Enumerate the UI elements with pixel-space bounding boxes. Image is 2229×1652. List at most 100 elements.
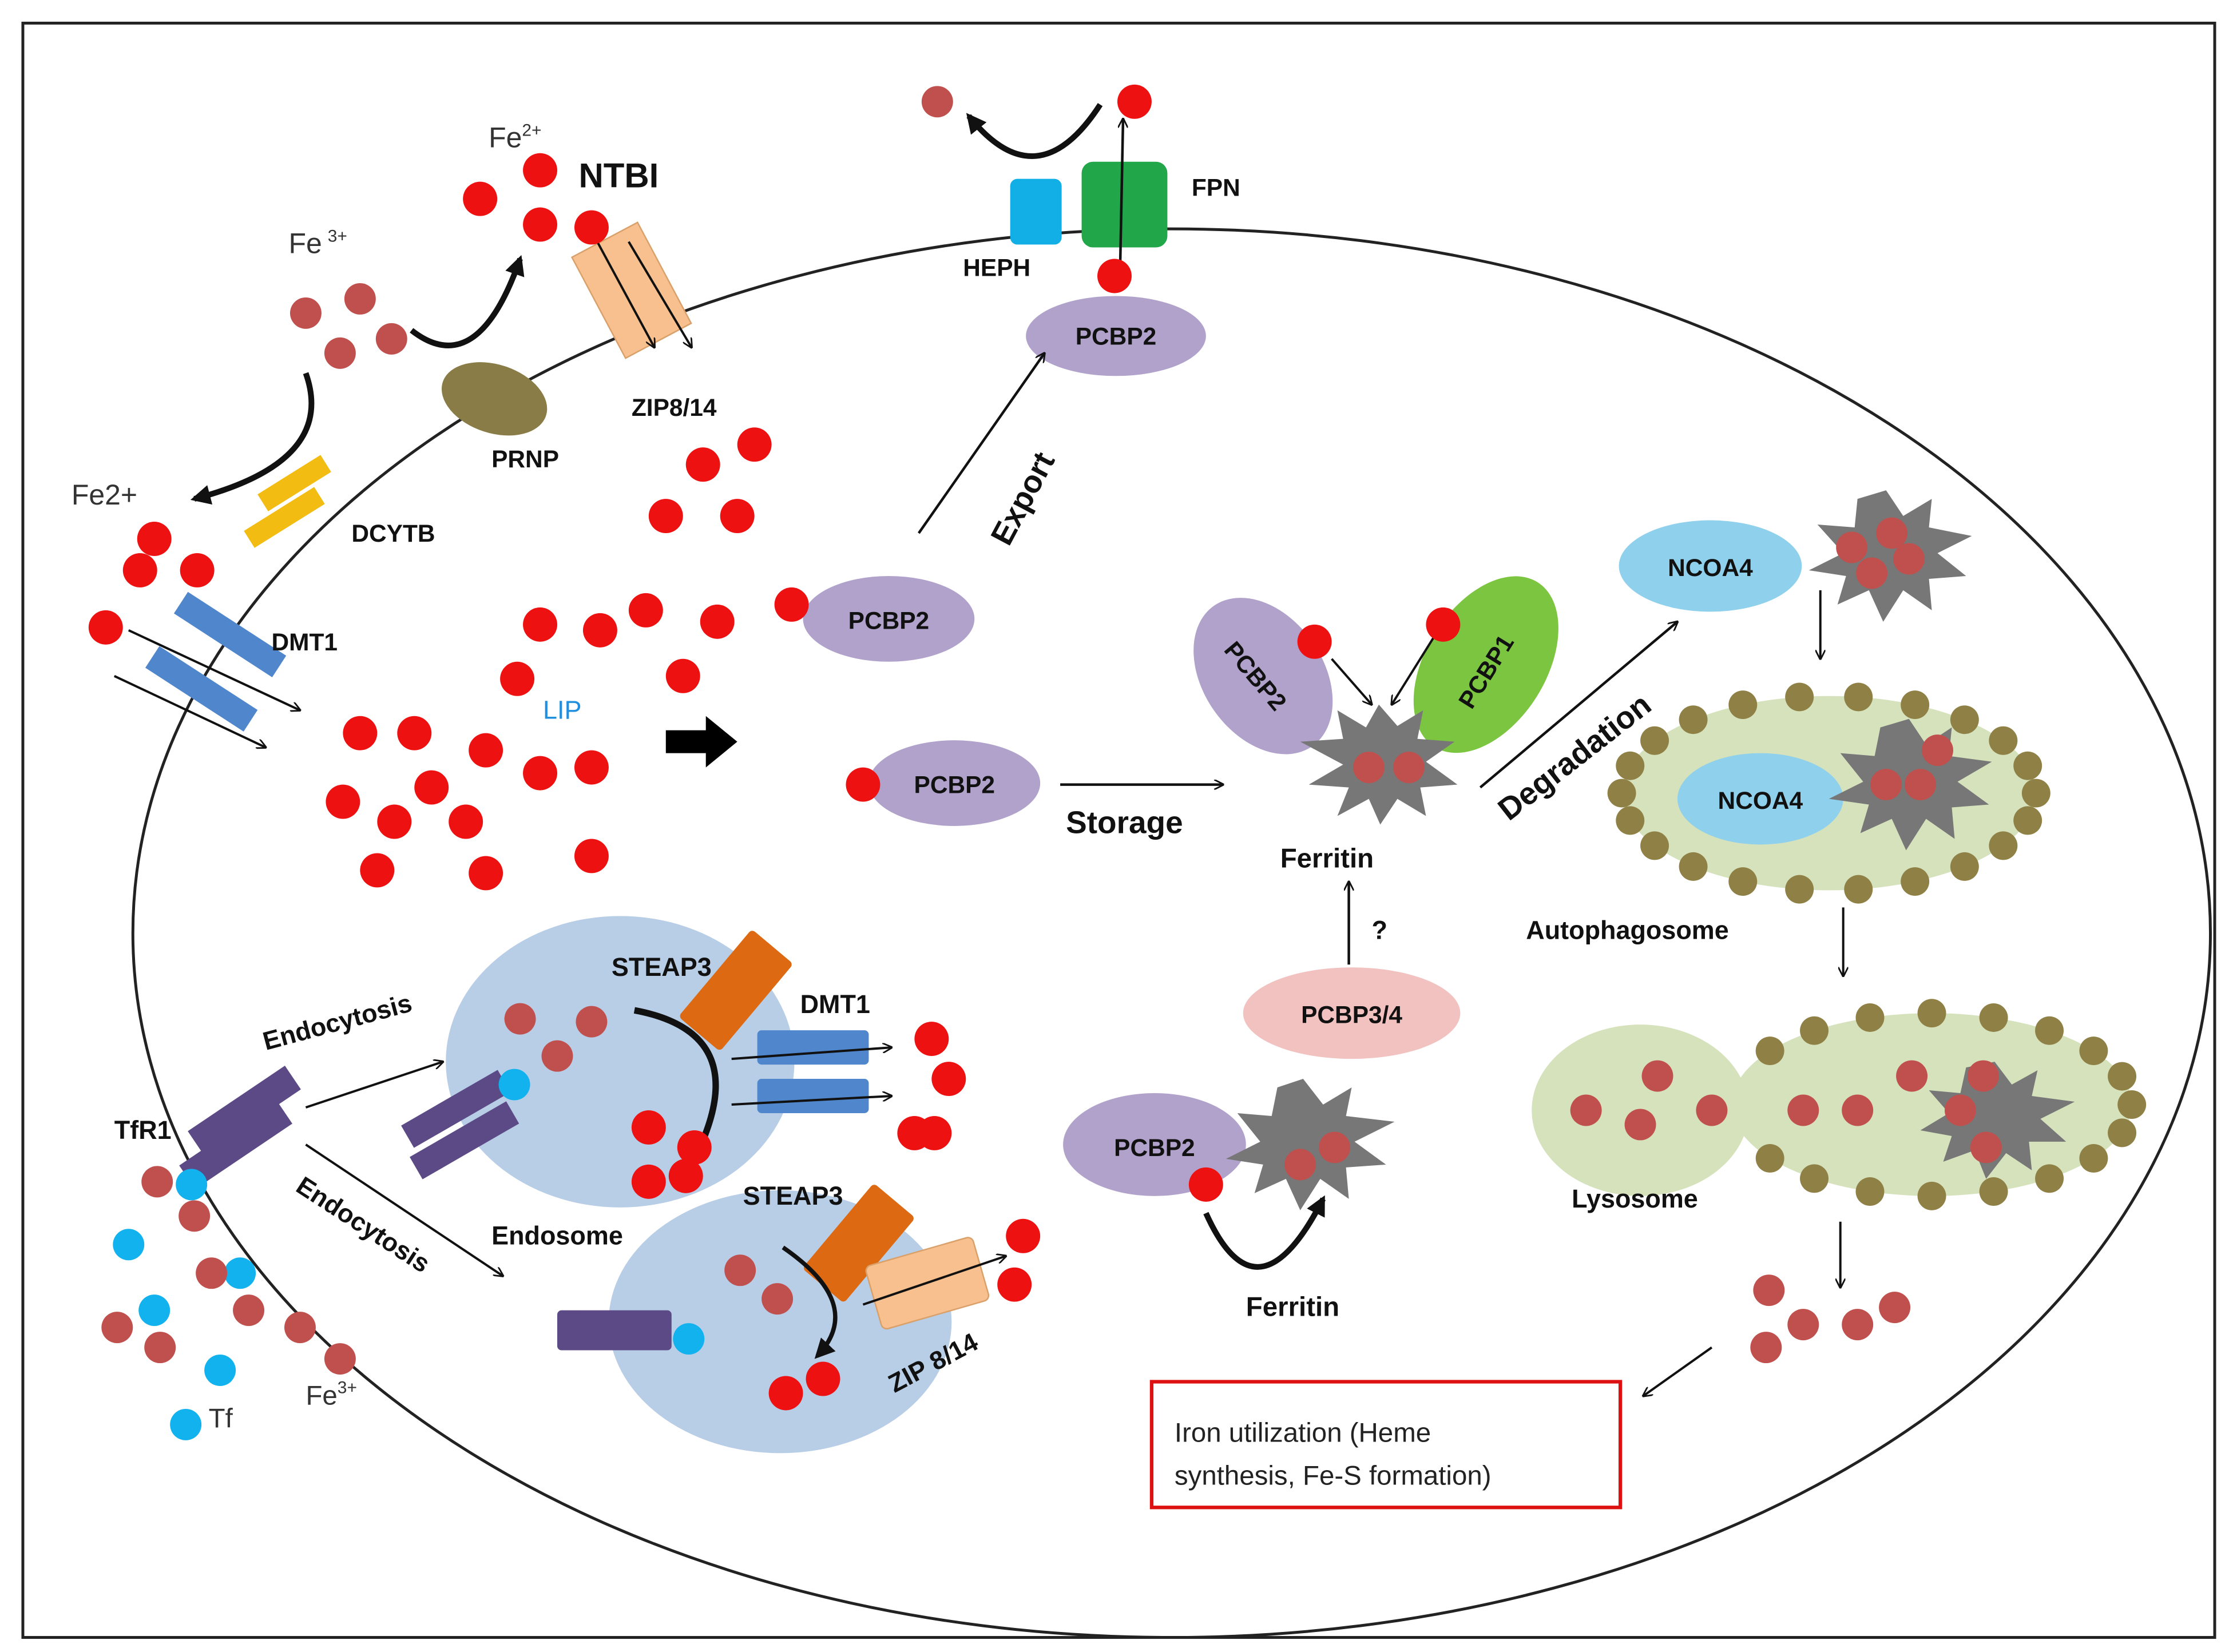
ferric-iron-ion bbox=[921, 86, 953, 118]
ferrous-iron-ion bbox=[774, 587, 809, 622]
unknown-mechanism-label: ? bbox=[1372, 915, 1387, 944]
ferritin-bottom-label: Ferritin bbox=[1246, 1292, 1339, 1323]
to-utilization-arrow bbox=[1643, 1346, 1713, 1396]
pcbp2-storage-label: PCBP2 bbox=[914, 772, 995, 799]
ferrous-iron-ion bbox=[668, 1158, 703, 1193]
ferritin-bottom-complex bbox=[1225, 1079, 1395, 1210]
ferric-iron-ion bbox=[101, 1312, 133, 1344]
degradation-arrow bbox=[1479, 622, 1677, 789]
pcbp1-to-ferritin-arrow bbox=[1392, 635, 1436, 705]
ferrous-iron-ion bbox=[631, 1110, 666, 1145]
membrane-dot bbox=[2021, 779, 2050, 808]
membrane-dot bbox=[1844, 682, 1873, 712]
tfr1-endosome-bottom bbox=[557, 1310, 672, 1351]
ncoa4-top bbox=[1619, 520, 1802, 612]
dmt1-top-label: DMT1 bbox=[272, 629, 338, 656]
steap3-bottom-reduction-arrow bbox=[782, 1245, 838, 1359]
ferritin-center-label: Ferritin bbox=[1280, 843, 1374, 873]
ferric-iron-ion bbox=[284, 1312, 316, 1344]
membrane-dot bbox=[1679, 705, 1708, 734]
transferrin-molecule bbox=[204, 1355, 236, 1386]
ferric-iron-ion bbox=[1696, 1094, 1728, 1126]
transferrin-molecule bbox=[176, 1169, 208, 1201]
ferrous-iron-ion bbox=[463, 181, 498, 216]
pcbp2-storage bbox=[868, 740, 1041, 826]
pcbp2-bottom-label: PCBP2 bbox=[1114, 1134, 1195, 1161]
pcbp3-4-label: PCBP3/4 bbox=[1301, 1002, 1402, 1028]
membrane-dot bbox=[1844, 875, 1873, 904]
lysosome-label: Lysosome bbox=[1572, 1184, 1698, 1213]
prnp-reduction-arrow bbox=[410, 255, 525, 348]
ferrous-iron-ion bbox=[914, 1022, 949, 1057]
pcbp2-export-label: PCBP2 bbox=[1076, 323, 1157, 350]
lip-label: LIP bbox=[543, 696, 581, 725]
membrane-dot bbox=[2108, 1118, 2137, 1147]
pcbp2-lip-label: PCBP2 bbox=[848, 607, 930, 634]
ferric-iron-ion bbox=[375, 323, 407, 355]
export-arrow bbox=[918, 353, 1045, 534]
membrane-dot bbox=[1917, 1181, 1946, 1210]
ferric-iron-ion bbox=[724, 1254, 756, 1286]
ferric-iron-ion bbox=[344, 283, 376, 315]
ferritin-ncoa4-complex bbox=[1808, 490, 1972, 622]
pcbp2-ferritin bbox=[1193, 598, 1333, 754]
membrane-dot bbox=[1950, 705, 1979, 734]
membrane-dot bbox=[2035, 1164, 2064, 1193]
lip-flow-arrow bbox=[665, 716, 737, 768]
membrane-dot bbox=[2108, 1062, 2137, 1091]
ferric-iron-ion bbox=[1787, 1094, 1819, 1126]
steap3-top-reduction-arrow bbox=[633, 1007, 719, 1163]
ferric-iron-ion bbox=[1970, 1131, 2002, 1163]
dcytb-reduction-arrow bbox=[190, 372, 315, 505]
ferric-iron-ion bbox=[1750, 1332, 1782, 1364]
membrane-dot bbox=[1855, 1177, 1885, 1206]
membrane-dot bbox=[2079, 1143, 2108, 1173]
pcbp2-to-ferritin-arrow bbox=[1331, 658, 1372, 705]
ferrous-iron-ion bbox=[1188, 1167, 1223, 1202]
endocytosis-bottom-arrow bbox=[305, 1143, 503, 1276]
ferric-iron-ion bbox=[1570, 1094, 1602, 1126]
ferric-iron-ion bbox=[233, 1294, 265, 1327]
ferrous-iron-ion bbox=[1426, 607, 1461, 642]
ferrous-iron-ion bbox=[1097, 259, 1132, 293]
ferrous-iron-ion bbox=[737, 427, 772, 462]
ferrous-iron-ion bbox=[469, 856, 503, 891]
ferric-iron-ion bbox=[1753, 1274, 1785, 1306]
membrane-dot bbox=[2013, 751, 2042, 780]
ferric-iron-ion bbox=[1876, 517, 1908, 549]
heph-label: HEPH bbox=[963, 254, 1030, 281]
membrane-dot bbox=[1785, 875, 1814, 904]
ferrous-iron-ion bbox=[326, 784, 360, 819]
ferrous-iron-ion bbox=[631, 1164, 666, 1199]
ferric-iron-ion bbox=[541, 1040, 573, 1072]
ncoa4-autophagosome bbox=[1677, 753, 1843, 845]
ncoa4-autophagosome-label: NCOA4 bbox=[1718, 787, 1803, 814]
lysosome-right-body bbox=[1731, 1013, 2132, 1196]
ferrous-iron-ion bbox=[397, 716, 432, 750]
ferrous-iron-ion bbox=[806, 1361, 840, 1396]
ferrous-iron-ion bbox=[523, 607, 557, 642]
ferrous-iron-ion bbox=[846, 767, 881, 802]
ferrous-iron-ion bbox=[449, 804, 483, 839]
ferrous-iron-ion bbox=[469, 733, 503, 768]
ferrous-iron-ion bbox=[997, 1267, 1032, 1302]
steap3-top bbox=[680, 931, 792, 1050]
steap3-bottom-label: STEAP3 bbox=[743, 1181, 843, 1210]
ferric-iron-ion bbox=[1624, 1109, 1656, 1141]
ferritin-lysosome-complex bbox=[1920, 1062, 2075, 1179]
membrane-dot bbox=[1989, 831, 2018, 860]
cell-membrane bbox=[131, 227, 2212, 1639]
fpn-export-arrow bbox=[1120, 119, 1123, 265]
ferric-iron-ion bbox=[1836, 531, 1868, 563]
fe2-left-label: Fe2+ bbox=[72, 479, 137, 511]
ferrous-iron-ion bbox=[523, 756, 557, 791]
ferric-iron-ion bbox=[1856, 557, 1888, 589]
ferric-iron-ion bbox=[196, 1257, 228, 1289]
membrane-dot bbox=[1901, 867, 1930, 896]
ferric-iron-ion bbox=[1319, 1131, 1351, 1163]
ferrous-iron-ion bbox=[1117, 84, 1152, 119]
ferric-iron-ion bbox=[1353, 752, 1385, 784]
steap3-top-label: STEAP3 bbox=[612, 952, 712, 982]
prnp-label: PRNP bbox=[491, 446, 559, 472]
steap3-bottom bbox=[804, 1185, 914, 1302]
